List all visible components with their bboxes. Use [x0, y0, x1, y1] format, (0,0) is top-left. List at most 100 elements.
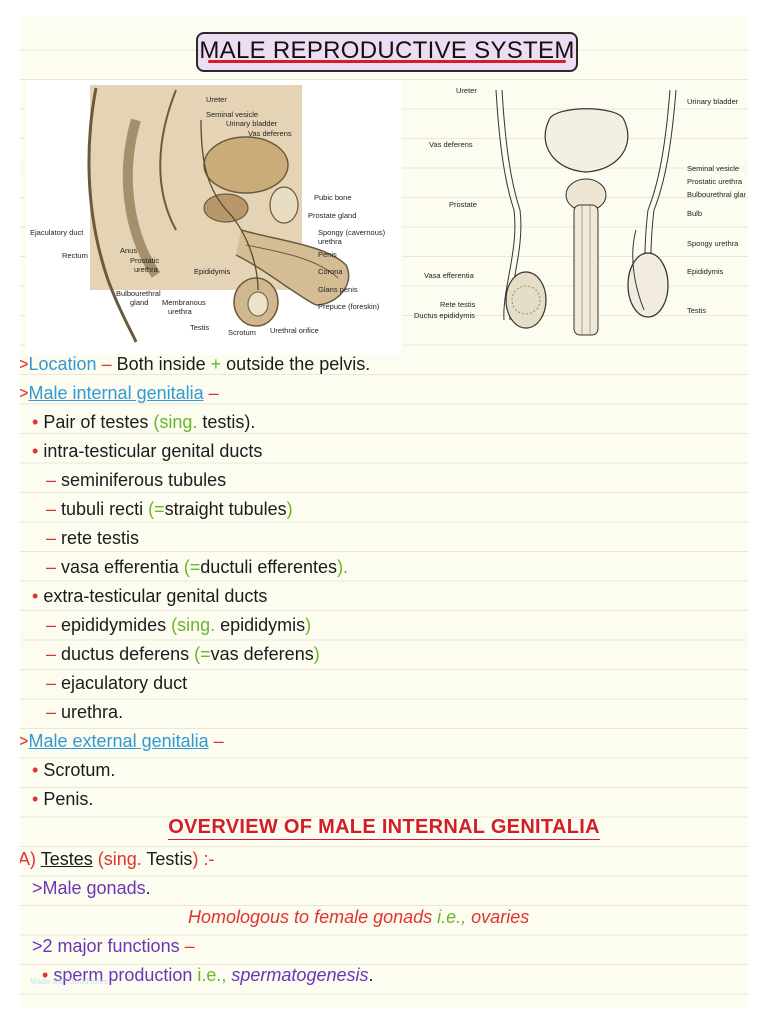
label-r-seminal-vesicle: Seminal vesicle	[687, 164, 739, 173]
section-heading: OVERVIEW OF MALE INTERNAL GENITALIA	[20, 816, 748, 840]
seminiferous-item: – seminiferous tubules	[46, 466, 226, 495]
label-seminal-vesicle: Seminal vesicle	[206, 110, 258, 119]
rete-item: – rete testis	[46, 524, 139, 553]
label-r-spongy-urethra: Spongy urethra	[687, 239, 739, 248]
dash: –	[46, 702, 57, 722]
ie-abbrev: i.e.,	[192, 965, 227, 985]
arrow-marker: >	[32, 878, 43, 898]
penis-item: • Penis.	[32, 785, 93, 814]
vasa-item: – vasa efferentia (=ductuli efferentes).	[46, 553, 348, 582]
dash: –	[46, 557, 57, 577]
spermatogenesis-term: spermatogenesis	[226, 965, 369, 985]
testes-text: Pair of testes	[38, 412, 154, 432]
sperm-text: sperm production	[48, 965, 193, 985]
testes-heading-line: A) Testes (sing. Testis) :-	[20, 845, 214, 874]
label-r-prostate: Prostate	[449, 200, 477, 209]
ovaries-text: ovaries	[466, 907, 530, 927]
label-testis: Testis	[190, 323, 209, 332]
homologous-text: Homologous to female gonads	[188, 907, 438, 927]
notebook-page: MALE REPRODUCTIVE SYSTEM	[20, 17, 748, 1007]
testes-item: • Pair of testes (sing. testis).	[32, 408, 255, 437]
tubuli-item: – tubuli recti (=straight tubules)	[46, 495, 293, 524]
plus-sign: +	[210, 354, 222, 374]
dash: –	[46, 644, 57, 664]
label-pubic-bone: Pubic bone	[314, 193, 352, 202]
bullet: •	[32, 760, 39, 780]
item-letter: A)	[20, 849, 41, 869]
arrow-marker: >	[20, 354, 29, 374]
dash: –	[46, 673, 57, 693]
label-r-epididymis: Epididymis	[687, 267, 724, 276]
location-text-2: outside the pelvis.	[221, 354, 371, 374]
label-bulbourethral-2: gland	[130, 298, 148, 307]
paren-close: ).	[337, 557, 349, 577]
intra-item: • intra-testicular genital ducts	[32, 437, 262, 466]
seminiferous-text: seminiferous tubules	[61, 470, 227, 490]
tubuli-text: tubuli recti	[61, 499, 149, 519]
paren-close: )	[286, 499, 293, 519]
epididymides-item: – epididymides (sing. epididymis)	[46, 611, 311, 640]
label-r-rete-testis: Rete testis	[440, 300, 476, 309]
label-glans-penis: Glans penis	[318, 285, 358, 294]
label-membranous-2: urethra	[168, 307, 193, 316]
label-membranous: Membranous	[162, 298, 206, 307]
bullet: •	[32, 789, 39, 809]
paren-close: ).	[244, 412, 256, 432]
label-corona: Corona	[318, 267, 343, 276]
urethra-item: – urethra.	[46, 698, 123, 727]
scrotum-text: Scrotum.	[43, 760, 116, 780]
label-scrotum: Scrotum	[228, 328, 256, 337]
testis-word: testis	[197, 412, 245, 432]
arrow-marker: >	[20, 731, 29, 751]
location-label: Location	[28, 354, 97, 374]
dash: –	[46, 499, 57, 519]
gonads-text: Male gonads	[42, 878, 146, 898]
label-r-bulbourethral-gland: Bulbourethral gland	[687, 190, 746, 199]
testes-heading: Testes	[40, 849, 93, 869]
paren: (sing.	[92, 849, 142, 869]
dash: –	[208, 731, 224, 751]
title-box: MALE REPRODUCTIVE SYSTEM	[196, 32, 578, 72]
dash: –	[46, 528, 57, 548]
label-anus: Anus	[120, 246, 137, 255]
paren: (=	[183, 557, 201, 577]
label-epididymis: Epididymis	[194, 267, 231, 276]
paren: (=	[194, 644, 211, 664]
extra-text: extra-testicular genital ducts	[43, 586, 268, 606]
label-r-bulb: Bulb	[687, 209, 702, 218]
sagittal-section-diagram: Ureter Seminal vesicle Urinary bladder V…	[26, 80, 402, 355]
label-r-prostatic-urethra: Prostatic urethra	[687, 177, 743, 186]
page-title: MALE REPRODUCTIVE SYSTEM	[199, 37, 575, 64]
penis-text: Penis.	[43, 789, 94, 809]
internal-genitalia-line: >Male internal genitalia –	[20, 379, 219, 408]
period: .	[368, 965, 374, 985]
ejac-text: ejaculatory duct	[61, 673, 188, 693]
label-spongy-urethra: Spongy (cavernous)	[318, 228, 386, 237]
ie-abbrev: i.e.,	[437, 907, 467, 927]
location-line: >Location – Both inside + outside the pe…	[20, 350, 370, 379]
sagittal-section-svg: Ureter Seminal vesicle Urinary bladder V…	[26, 80, 402, 355]
dash: –	[203, 383, 219, 403]
location-text: Both inside	[116, 354, 211, 374]
paren: (=	[148, 499, 165, 519]
functions-text: 2 major functions	[42, 936, 180, 956]
label-prostate-gland: Prostate gland	[308, 211, 356, 220]
paren: (sing.	[171, 615, 216, 635]
testis-singular: Testis	[141, 849, 193, 869]
extra-item: • extra-testicular genital ducts	[32, 582, 267, 611]
label-prostatic-2: urethra	[134, 265, 159, 274]
paren-close: )	[305, 615, 312, 635]
vasa-text: vasa efferentia	[61, 557, 184, 577]
ductus-synonym: vas deferens	[210, 644, 314, 664]
label-r-testis: Testis	[687, 306, 706, 315]
ejaculatory-item: – ejaculatory duct	[46, 669, 187, 698]
bullet: •	[32, 441, 39, 461]
intra-text: intra-testicular genital ducts	[43, 441, 263, 461]
ductus-text: ductus deferens	[61, 644, 195, 664]
dash: –	[179, 936, 195, 956]
label-spongy-urethra-2: urethra	[318, 237, 343, 246]
label-r-vas-deferens: Vas deferens	[429, 140, 473, 149]
tubuli-synonym: straight tubules	[164, 499, 287, 519]
sperm-line: • sperm production i.e., spermatogenesis…	[42, 961, 374, 990]
label-r-urinary-bladder: Urinary bladder	[687, 97, 739, 106]
